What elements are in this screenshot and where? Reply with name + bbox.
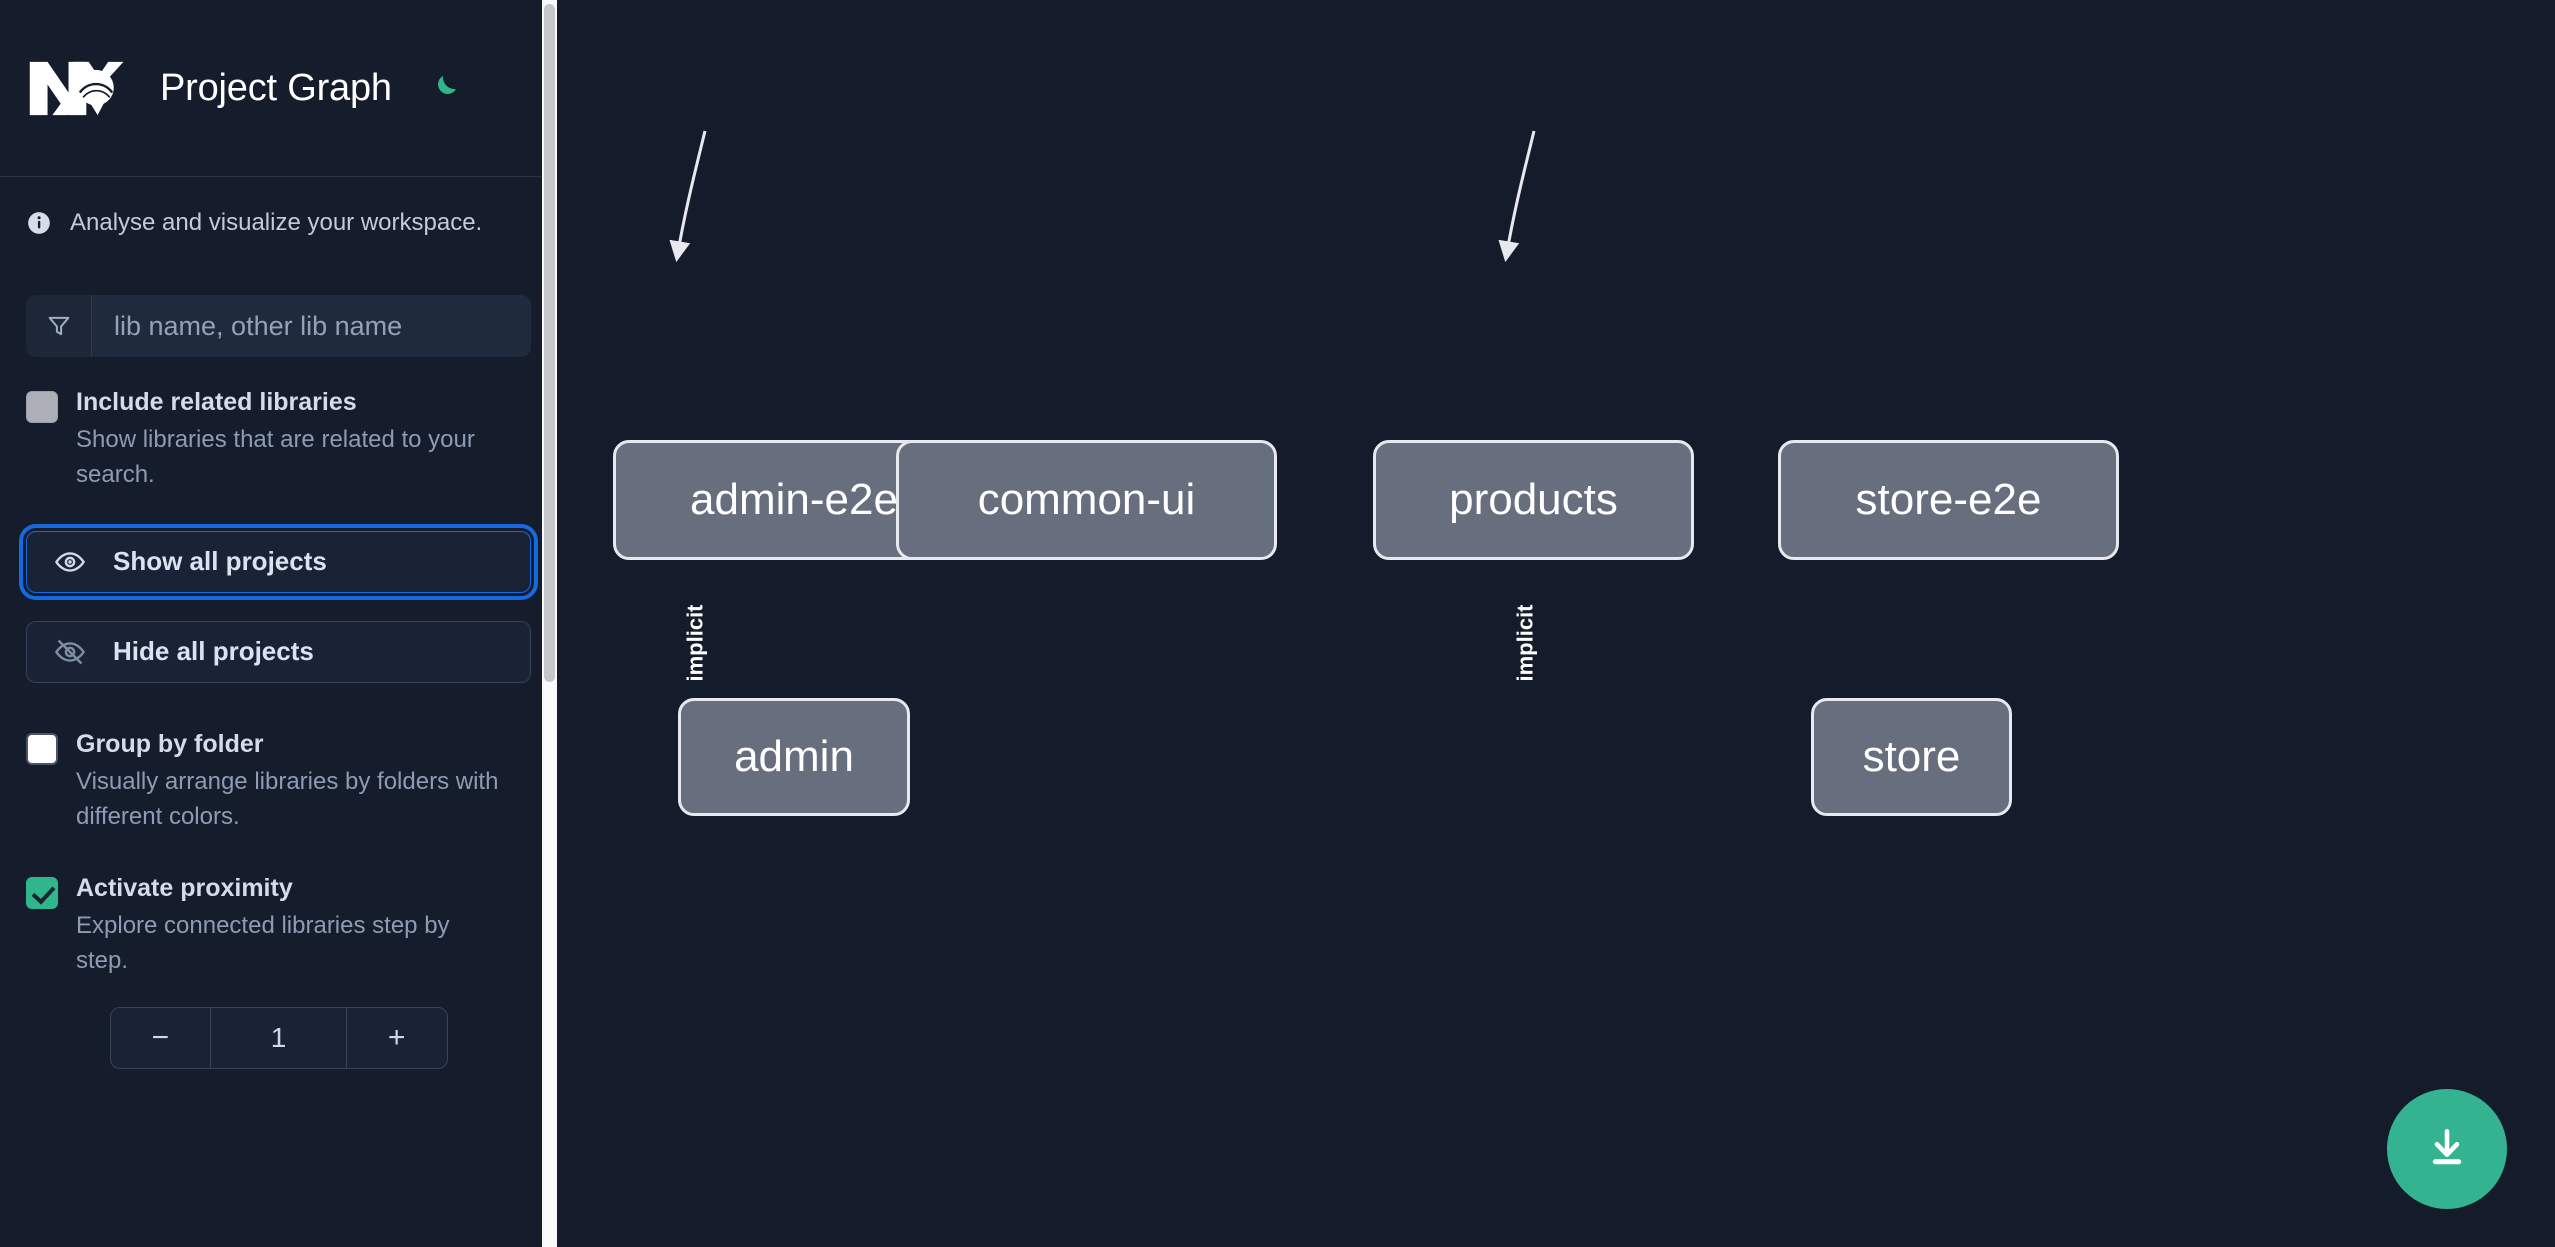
- option-activate-proximity[interactable]: Activate proximity Explore connected lib…: [0, 873, 557, 979]
- info-icon: [26, 210, 52, 236]
- eye-off-icon: [27, 636, 113, 668]
- proximity-increment-button[interactable]: +: [387, 1020, 406, 1054]
- eye-icon: [27, 546, 113, 578]
- sidebar-scrollbar-thumb[interactable]: [544, 4, 555, 682]
- option-group-by-folder[interactable]: Group by folder Visually arrange librari…: [0, 729, 557, 835]
- activate-proximity-label: Activate proximity: [76, 873, 293, 902]
- moon-icon[interactable]: [424, 68, 464, 108]
- download-graph-button[interactable]: [2387, 1089, 2507, 1209]
- show-all-projects-button[interactable]: Show all projects: [19, 523, 538, 600]
- page-title: Project Graph: [160, 66, 392, 109]
- tagline: Analyse and visualize your workspace.: [0, 177, 557, 269]
- show-all-projects-label: Show all projects: [113, 546, 327, 577]
- proximity-stepper-wrap: − 1 +: [0, 1006, 557, 1069]
- group-by-folder-label: Group by folder: [76, 729, 264, 758]
- search-input[interactable]: [92, 295, 531, 357]
- hide-all-projects-wrap: Hide all projects: [0, 620, 557, 683]
- graph-node-label: common-ui: [977, 475, 1196, 524]
- show-all-projects-wrap: Show all projects: [0, 523, 557, 600]
- graph-node-admin[interactable]: admin: [678, 698, 910, 816]
- search-section: [0, 295, 557, 357]
- hide-all-projects-label: Hide all projects: [113, 636, 314, 667]
- proximity-decrement-button[interactable]: −: [151, 1020, 170, 1054]
- sidebar-scrollbar[interactable]: [542, 0, 557, 1247]
- graph-node-common-ui[interactable]: common-ui: [896, 440, 1277, 560]
- proximity-stepper: − 1 +: [109, 1006, 448, 1069]
- include-related-libraries-checkbox[interactable]: [26, 391, 58, 423]
- graph-node-label: store: [1862, 732, 1961, 781]
- sidebar: Project Graph Analyse and visualize your…: [0, 0, 557, 1247]
- activate-proximity-checkbox[interactable]: [26, 876, 58, 909]
- graph-node-store-e2e[interactable]: store-e2e: [1778, 440, 2119, 560]
- graph-node-label: products: [1449, 475, 1618, 524]
- hide-all-projects-button[interactable]: Hide all projects: [26, 620, 531, 683]
- graph-edges: [669, 130, 1536, 263]
- option-include-related-libraries[interactable]: Include related libraries Show libraries…: [0, 387, 557, 493]
- activate-proximity-description: Explore connected libraries step by step…: [76, 911, 450, 974]
- search-box[interactable]: [26, 295, 531, 357]
- include-related-libraries-description: Show libraries that are related to your …: [76, 426, 475, 489]
- proximity-value: 1: [210, 1007, 347, 1068]
- graph-node-store[interactable]: store: [1811, 698, 2012, 816]
- group-by-folder-description: Visually arrange libraries by folders wi…: [76, 768, 499, 830]
- graph-node-label: admin-e2e: [690, 475, 898, 524]
- graph-node-label: store-e2e: [1855, 475, 2042, 524]
- graph-node-label: admin: [734, 732, 854, 781]
- nx-logo-icon: [26, 57, 124, 120]
- include-related-libraries-label: Include related libraries: [76, 388, 357, 416]
- tagline-text: Analyse and visualize your workspace.: [70, 209, 483, 236]
- graph-edge-label-admin: implicit: [682, 604, 708, 682]
- download-icon: [2422, 1123, 2472, 1176]
- graph-node-products[interactable]: products: [1373, 440, 1694, 560]
- filter-funnel-icon[interactable]: [26, 295, 92, 357]
- sidebar-header: Project Graph: [0, 0, 557, 177]
- graph-edge-label-store: implicit: [1512, 604, 1538, 682]
- graph-canvas[interactable]: admin-e2e common-ui products store-e2e a…: [557, 0, 2555, 1247]
- group-by-folder-checkbox[interactable]: [26, 732, 58, 765]
